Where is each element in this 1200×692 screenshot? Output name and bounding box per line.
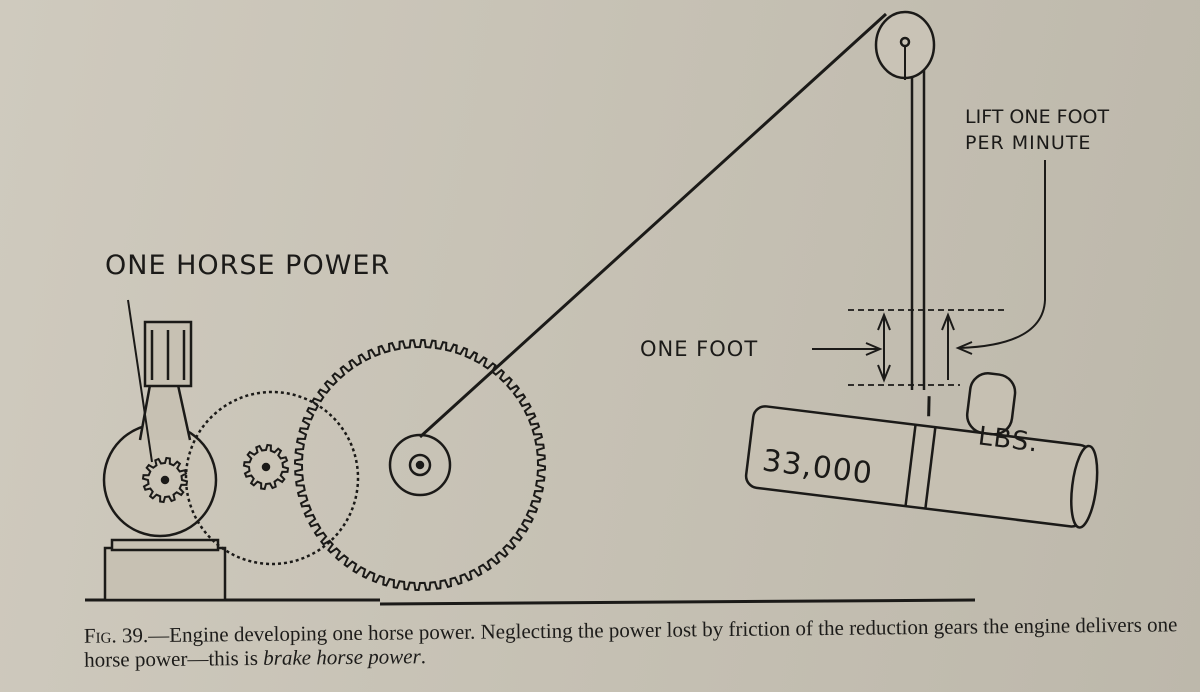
lift-one-foot-label: LIFT ONE FOOT [965, 106, 1110, 128]
caption-italic: brake horse power [263, 644, 421, 670]
hub-inner [408, 453, 432, 477]
figure-number: Fig. 39. [83, 623, 149, 648]
one-foot-label: ONE FOOT [640, 337, 759, 361]
weight-33000-lbs [744, 372, 1099, 529]
one-horse-power-label: ONE HORSE POWER [105, 250, 391, 281]
steam-engine [102, 299, 227, 602]
intermediate-gear [184, 390, 360, 566]
engine-pinion-axle [160, 475, 170, 485]
large-gear [293, 338, 547, 592]
pointer-arrow [127, 299, 153, 463]
per-minute-label: PER MINUTE [965, 132, 1092, 154]
large-gear-axle [415, 460, 425, 470]
dimension-arrows [812, 160, 1046, 383]
caption-end: . [420, 644, 427, 669]
rope [418, 12, 888, 439]
one-foot-markers [848, 309, 1005, 386]
second-pinion-axle [261, 462, 271, 472]
